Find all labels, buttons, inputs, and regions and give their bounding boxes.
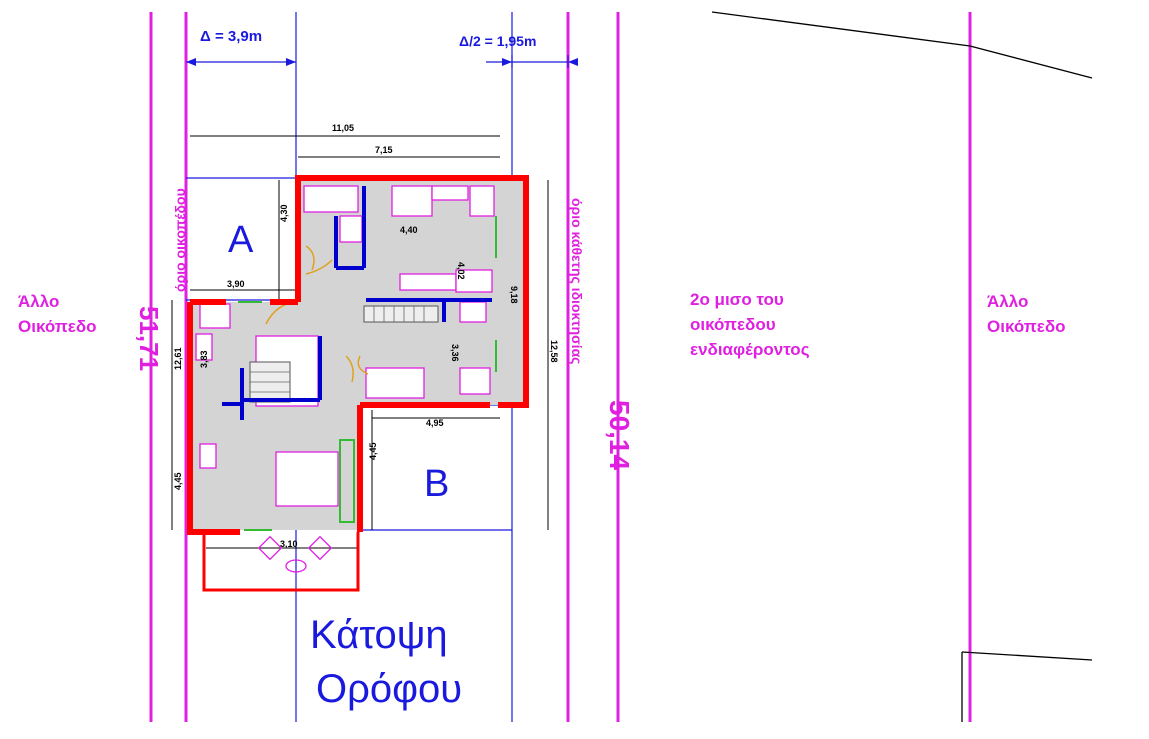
- half-plot-label-3: ενδιαφέροντος: [690, 340, 810, 359]
- delta-label: Δ = 3,9m: [200, 28, 262, 45]
- house-floor: [190, 178, 526, 530]
- title-line-1: Κάτοψη: [310, 613, 448, 657]
- area-a-label: A: [228, 219, 254, 261]
- half-plot-label-1: 2ο μισο του: [690, 290, 784, 309]
- length-left-label: 51,71: [134, 306, 164, 371]
- dim-overall-height: 12,58: [549, 340, 559, 363]
- dim-mid-height: 3,36: [450, 344, 460, 362]
- dim-left-mid: 3,83: [199, 350, 209, 368]
- left-plot-label-2: Οικόπεδο: [18, 317, 97, 336]
- dim-a-height: 4,30: [279, 204, 289, 222]
- dim-upper-width: 7,15: [375, 145, 393, 155]
- interior-fixtures: [195, 185, 495, 507]
- plot-boundary-label: όριο οικοπέδου: [172, 188, 188, 292]
- area-b-label: B: [424, 463, 449, 505]
- delta-dimensions: [186, 55, 569, 68]
- left-plot-label-1: Άλλο: [18, 292, 59, 311]
- dim-left-height-total: 12,61: [173, 347, 183, 370]
- stair-treads: [250, 306, 425, 393]
- right-plot-label-1: Άλλο: [987, 292, 1028, 311]
- dim-left-bottom: 4,45: [173, 472, 183, 490]
- delta-half-label: Δ/2 = 1,95m: [459, 33, 536, 49]
- length-right-label: 50,14: [604, 400, 635, 470]
- dim-a-width: 3,90: [227, 279, 245, 289]
- delta-arrowheads: [186, 58, 578, 66]
- balcony-furniture: [257, 535, 333, 573]
- plot-edges: [711, 11, 1093, 722]
- dim-room-width: 4,40: [400, 225, 418, 235]
- dim-room-height: 4,02: [456, 262, 466, 280]
- exterior-walls: [187, 175, 529, 535]
- dim-balcony-width: 3,10: [280, 539, 298, 549]
- dim-bottom-width: 4,95: [426, 418, 444, 428]
- door-swings: [265, 245, 369, 383]
- dim-overall-width: 11,05: [332, 123, 354, 133]
- internal-walls: [222, 186, 492, 420]
- balcony: [202, 532, 360, 592]
- dim-b-height: 4,45: [368, 442, 378, 460]
- ownership-boundary-label: όριο κάθετης ιδιοκτησίας: [569, 198, 585, 364]
- plot-boundary-lines: [149, 12, 972, 722]
- title-line-2: Ορόφου: [316, 667, 462, 711]
- right-plot-label-2: Οικόπεδο: [987, 317, 1066, 336]
- dim-right-height: 9,18: [509, 286, 519, 304]
- half-plot-label-2: οικόπεδου: [690, 315, 776, 334]
